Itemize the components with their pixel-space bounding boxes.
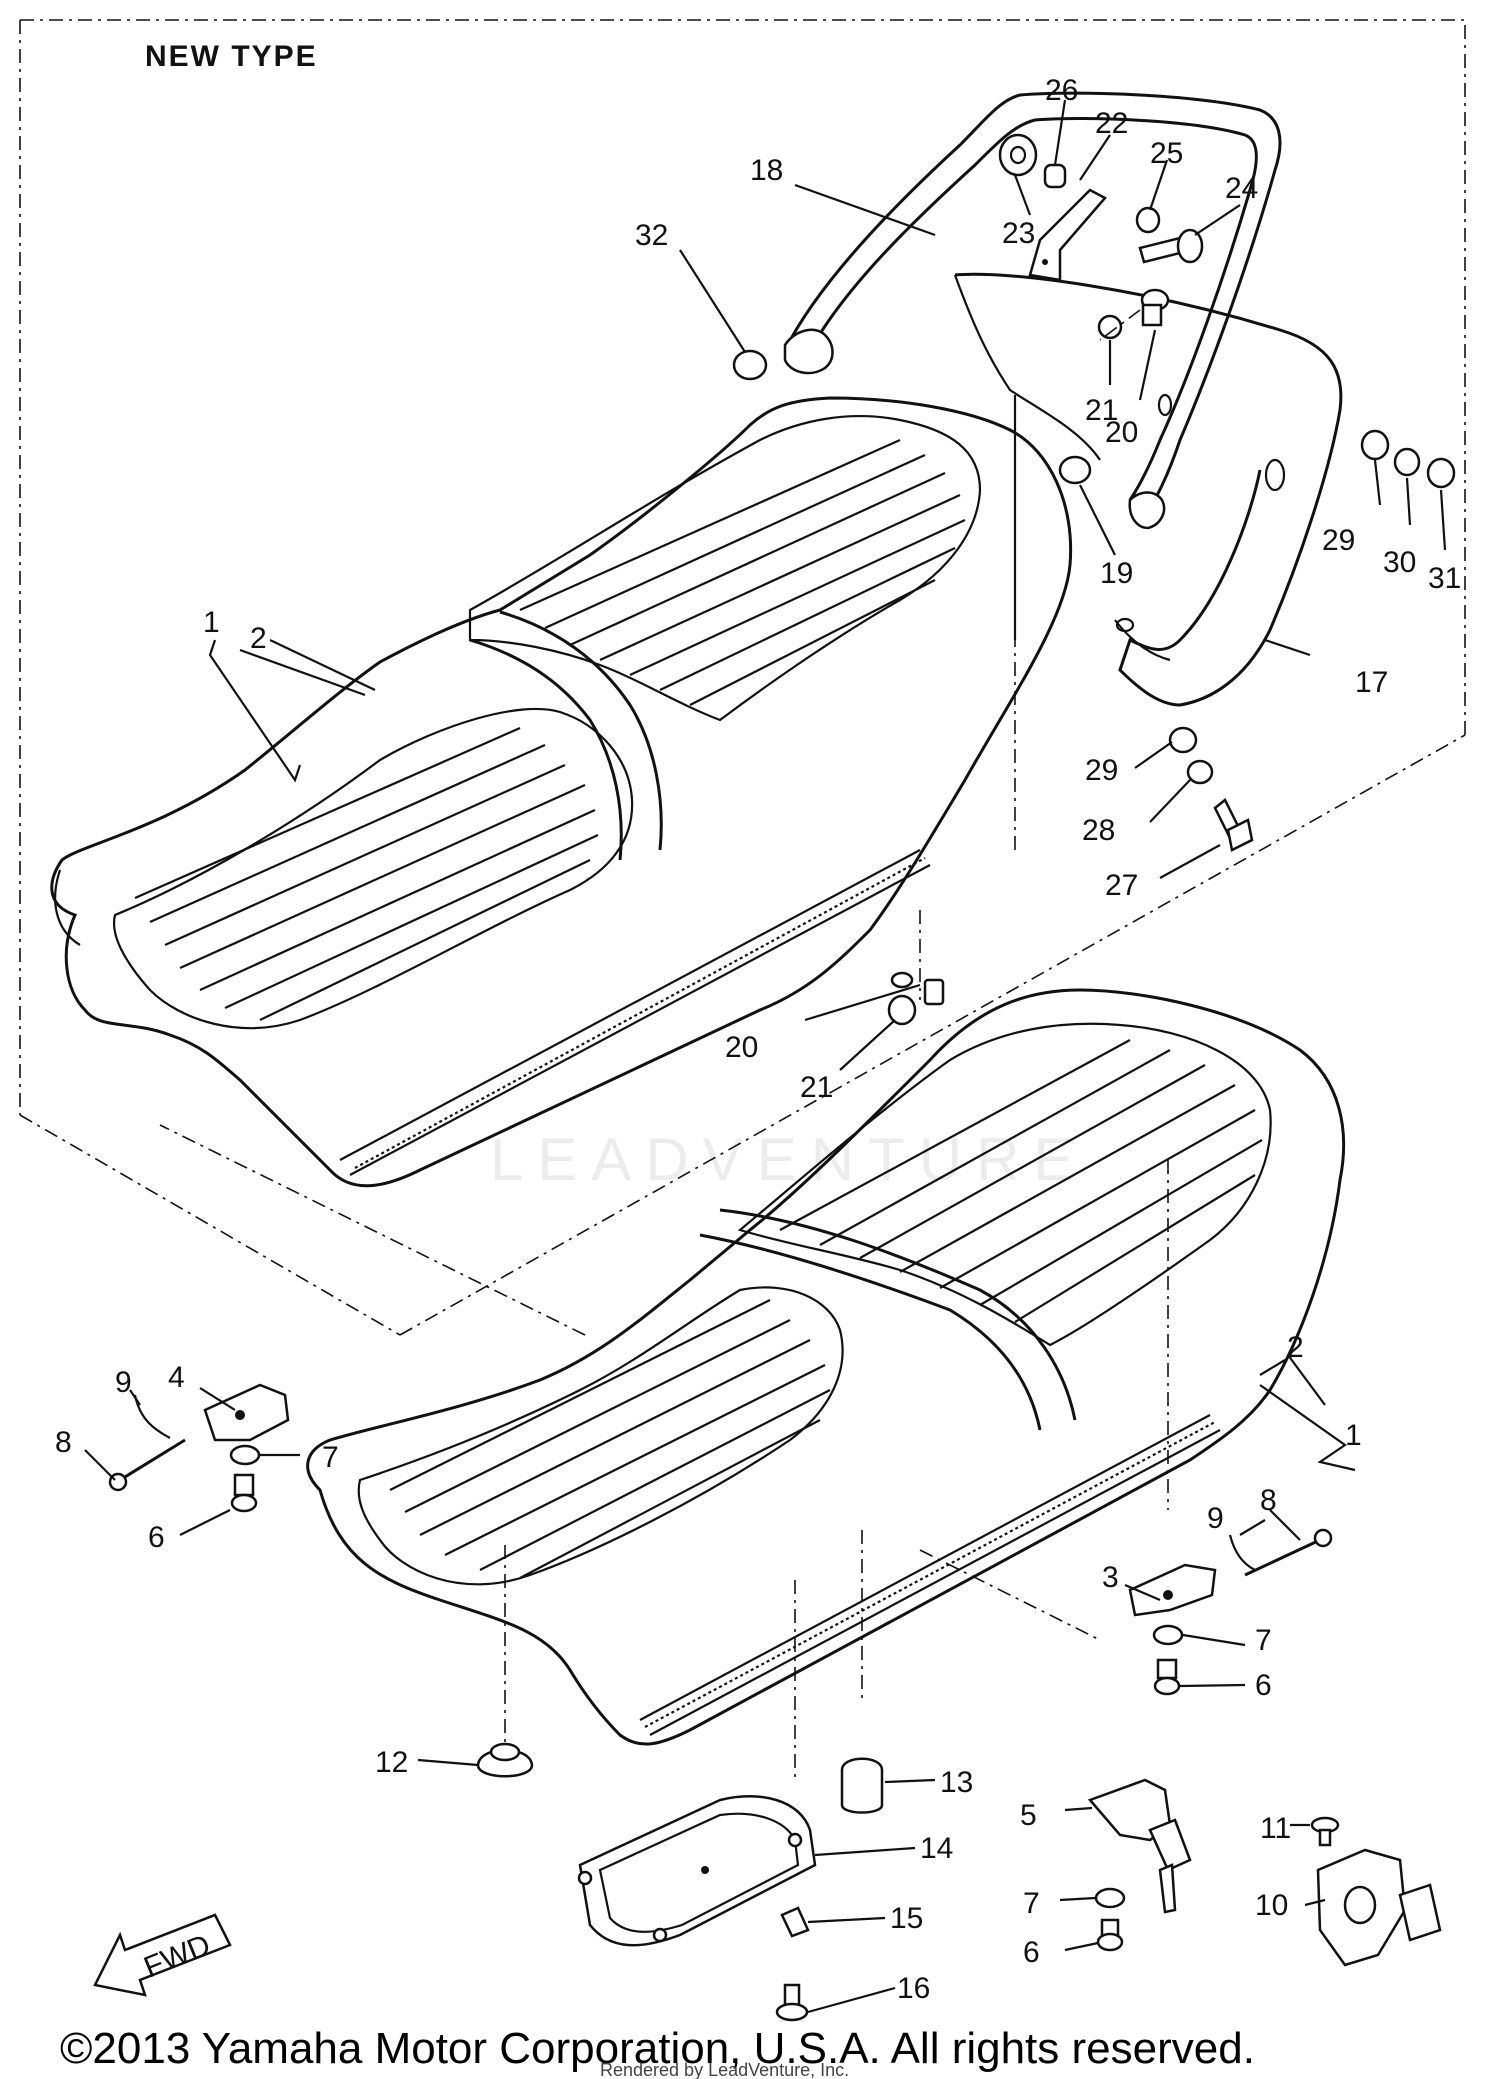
callout-23: 23 (1002, 217, 1035, 250)
callout-20-mid: 20 (725, 1031, 758, 1064)
callout-32: 32 (635, 219, 668, 252)
callout-8-right: 8 (1260, 1484, 1277, 1517)
callout-21-mid: 21 (800, 1071, 833, 1104)
lower-hardware (93, 1383, 1442, 2022)
rendered-by-notice: Rendered by LeadVenture, Inc. (600, 2060, 849, 2079)
upper-seat-assembly (50, 396, 1073, 1188)
callout-2-lower: 2 (1287, 1331, 1304, 1364)
new-type-label: NEW TYPE (145, 40, 318, 73)
callout-5: 5 (1020, 1799, 1037, 1832)
callout-leaders (84, 99, 1447, 2014)
callout-6-right: 6 (1255, 1669, 1272, 1702)
callout-28: 28 (1082, 814, 1115, 847)
callout-20-top: 20 (1105, 416, 1138, 449)
callout-6-left: 6 (148, 1521, 165, 1554)
callout-15: 15 (890, 1902, 923, 1935)
callout-8-left: 8 (55, 1426, 72, 1459)
callout-6-bottom: 6 (1023, 1936, 1040, 1969)
callout-2-upper: 2 (250, 622, 267, 655)
callout-16: 16 (897, 1972, 930, 2005)
new-type-frame (19, 19, 1466, 1336)
callout-1-upper: 1 (203, 606, 220, 639)
callout-22: 22 (1095, 107, 1128, 140)
rear-cowl (953, 272, 1343, 707)
callout-26: 26 (1045, 74, 1078, 107)
callout-1-lower: 1 (1345, 1419, 1362, 1452)
callout-4: 4 (168, 1361, 185, 1394)
callout-12: 12 (375, 1746, 408, 1779)
callout-24: 24 (1225, 172, 1258, 205)
callout-numbers: 1 2 17 18 19 20 21 22 23 24 25 26 27 28 … (55, 74, 1461, 2005)
callout-7-right: 7 (1255, 1624, 1272, 1657)
callout-29-right: 29 (1322, 524, 1355, 557)
callout-31: 31 (1428, 562, 1461, 595)
callout-17: 17 (1355, 666, 1388, 699)
callout-25: 25 (1150, 137, 1183, 170)
callout-27: 27 (1105, 869, 1138, 902)
copyright-notice: ©2013 Yamaha Motor Corporation, U.S.A. A… (60, 2024, 1255, 2073)
callout-13: 13 (940, 1766, 973, 1799)
callout-11: 11 (1260, 1812, 1291, 1845)
callout-29-low: 29 (1085, 754, 1118, 787)
lower-seat-assembly (159, 988, 1346, 1780)
callout-10: 10 (1255, 1889, 1288, 1922)
leadventure-watermark: LEADVENTURE (490, 1126, 1087, 1193)
callout-19: 19 (1100, 557, 1133, 590)
callout-18: 18 (750, 154, 783, 187)
callout-9-right: 9 (1207, 1502, 1224, 1535)
callout-3: 3 (1102, 1561, 1119, 1594)
callout-7-bottom: 7 (1023, 1887, 1040, 1920)
upper-hardware (732, 133, 1456, 1026)
callout-21-top: 21 (1085, 394, 1118, 427)
grab-rail (783, 91, 1282, 530)
callout-14: 14 (920, 1832, 953, 1865)
callout-30: 30 (1383, 546, 1416, 579)
callout-9-left: 9 (115, 1366, 132, 1399)
callout-7-left: 7 (322, 1441, 339, 1474)
